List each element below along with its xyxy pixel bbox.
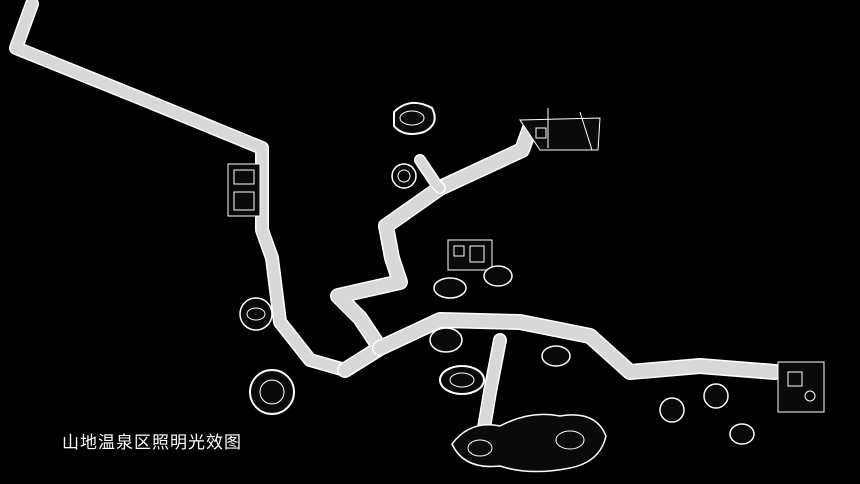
- walkway-east: [372, 312, 783, 380]
- drawing-caption: 山地温泉区照明光效图: [62, 433, 242, 453]
- walkway-main: [9, 0, 352, 377]
- pavilion-central: [447, 239, 493, 271]
- pavilion-east: [777, 361, 825, 413]
- walkway-south: [475, 333, 507, 447]
- walkway-central: [330, 120, 538, 378]
- pavilion-west: [227, 163, 261, 217]
- pavilion-northeast: [519, 108, 601, 151]
- hot-spring-pools: [239, 101, 755, 473]
- walkway-north: [414, 154, 446, 194]
